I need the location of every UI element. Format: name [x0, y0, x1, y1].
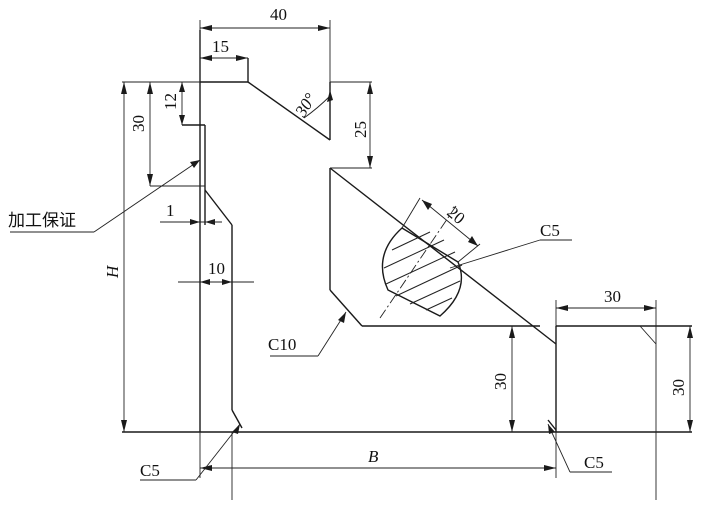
dim-30-top-right: 30 [604, 287, 621, 306]
dim-25: 25 [351, 121, 370, 138]
callout-labels: 加工保证 C5 C10 C5 C5 [8, 211, 604, 480]
leader-lines [10, 159, 612, 481]
dim-20: 20 [443, 203, 468, 228]
note-machining-guarantee: 加工保证 [8, 211, 76, 231]
dim-15: 15 [212, 37, 229, 56]
dim-30-step: 30 [491, 373, 510, 390]
dim-12: 12 [161, 93, 180, 110]
hatched-slot-section [379, 205, 463, 319]
dim-30-right: 30 [669, 379, 688, 396]
dim-30-left: 30 [129, 115, 148, 132]
dim-h: H [103, 264, 122, 279]
dimension-lines [121, 20, 693, 500]
dim-b: B [368, 447, 379, 466]
callout-c10: C10 [268, 335, 296, 354]
dim-1: 1 [166, 201, 175, 220]
callout-c5-bottom-right: C5 [584, 453, 604, 472]
callout-c5-bottom-left: C5 [140, 461, 160, 480]
dim-40: 40 [270, 5, 287, 24]
dim-angle-30: 30° [291, 90, 320, 121]
callout-c5-slot: C5 [540, 221, 560, 240]
dim-10: 10 [208, 259, 225, 278]
